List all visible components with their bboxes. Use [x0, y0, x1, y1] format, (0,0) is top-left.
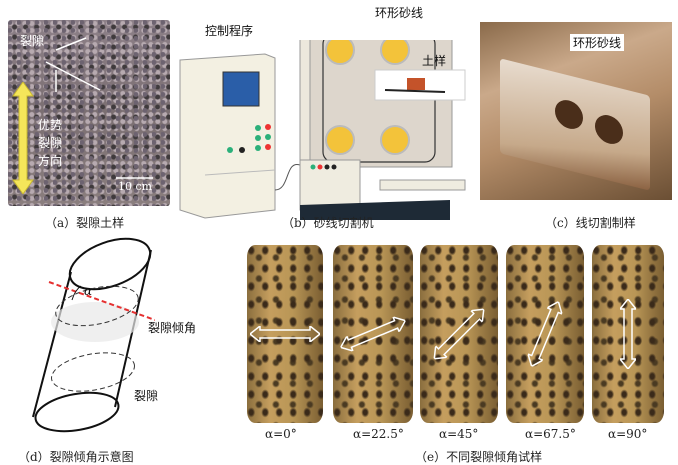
- caption-e: （e）不同裂隙倾角试样: [415, 450, 543, 464]
- direction-label-line: 优势: [38, 118, 63, 132]
- sample-cylinder: [420, 245, 498, 423]
- crack-soil-photo: 裂隙 优势 裂隙 方向 10 cm: [8, 20, 170, 206]
- crack-direction-arrow-icon: [339, 315, 407, 353]
- sample-angle-label: α=45°: [439, 427, 479, 441]
- sample-cylinder: [592, 245, 664, 423]
- screen: [222, 71, 260, 107]
- wire-label-c: 环形砂线: [570, 34, 625, 51]
- sample-cylinder: [506, 245, 584, 423]
- soil-block: [500, 58, 650, 191]
- sample-angle-label: α=67.5°: [525, 427, 576, 441]
- crack-pointer-arrows: [45, 37, 153, 179]
- crack-direction-arrow-icon: [526, 300, 564, 368]
- caption-b: （b）砂线切割机: [282, 216, 374, 230]
- caption-c: （c）线切割制样: [545, 216, 636, 230]
- caption-a: （a）裂隙土样: [45, 216, 125, 230]
- crack-direction-arrow-icon: [433, 308, 485, 360]
- caption-d: （d）裂隙倾角示意图: [18, 450, 134, 464]
- angle-label: 裂隙倾角: [148, 321, 197, 335]
- crack-label-d: 裂隙: [134, 389, 159, 403]
- sample-label-b: 土样: [422, 54, 447, 68]
- dominant-direction-arrow-icon: [12, 82, 34, 194]
- alpha-symbol: α: [84, 284, 93, 298]
- direction-label-line: 裂隙: [38, 136, 63, 150]
- crack-label: 裂隙: [20, 34, 45, 48]
- wire-saw-machine-diagram: [179, 40, 466, 220]
- wire-cutting-photo: 环形砂线: [480, 22, 672, 200]
- sample-cylinder: [333, 245, 413, 423]
- crack-direction-arrow-icon: [250, 326, 320, 342]
- sample-angle-label: α=22.5°: [353, 427, 404, 441]
- scale-label: 10 cm: [118, 180, 153, 193]
- crack-angle-schematic: [32, 237, 155, 433]
- sample-angle-label: α=0°: [265, 427, 297, 441]
- wire-label-b: 环形砂线: [375, 6, 424, 20]
- sample-angle-label: α=90°: [608, 427, 648, 441]
- direction-label-line: 方向: [38, 154, 63, 168]
- crack-direction-arrow-icon: [620, 299, 636, 369]
- sample-cylinder: [247, 245, 323, 423]
- control-program-label: 控制程序: [205, 24, 254, 38]
